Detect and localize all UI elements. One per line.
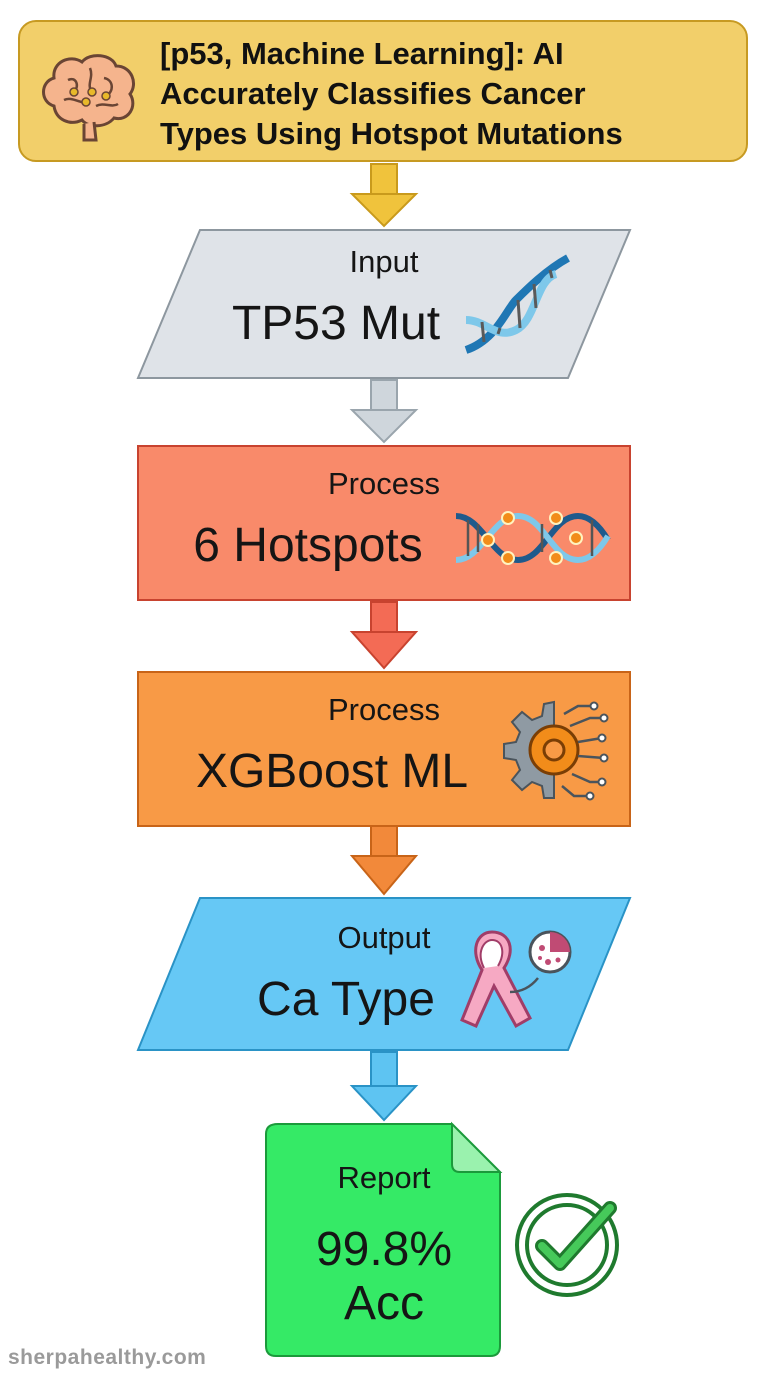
input-label: Input: [349, 244, 419, 279]
arrow-output-to-report: [349, 1051, 419, 1122]
brain-icon: [42, 54, 135, 142]
dna-hotspots-icon: [455, 511, 611, 565]
dna-helix-icon: [464, 254, 570, 354]
watermark: sherpahealthy.com: [8, 1346, 207, 1369]
process-hotspots-label: Process: [328, 466, 440, 501]
title-line-2: Accurately Classifies Cancer: [160, 76, 586, 111]
title-line-1: [p53, Machine Learning]: AI: [160, 36, 564, 71]
report-value-line-2: Acc: [343, 1277, 424, 1330]
arrow-title-to-input: [349, 163, 419, 228]
arrow-process1-to-process2: [349, 601, 419, 670]
title-box: [18, 20, 748, 162]
input-value: TP53 Mut: [231, 297, 441, 350]
input-shape: [136, 229, 632, 379]
gear-circuit-icon: [503, 700, 609, 801]
process-xgboost-shape: [137, 671, 631, 827]
report-shape: [265, 1123, 501, 1357]
process-hotspots-shape: [137, 445, 631, 601]
process-xgboost-label: Process: [328, 692, 440, 727]
arrow-input-to-process1: [349, 379, 419, 444]
cancer-ribbon-icon: [460, 930, 572, 1029]
process-hotspots-value: 6 Hotspots: [193, 519, 423, 572]
title-line-3: Types Using Hotspot Mutations: [160, 116, 623, 151]
output-value: Ca Type: [257, 973, 435, 1026]
arrow-process2-to-output: [349, 825, 419, 896]
title-text: [p53, Machine Learning]: AI Accurately C…: [160, 34, 740, 154]
report-label: Report: [337, 1160, 431, 1195]
process-xgboost-value: XGBoost ML: [195, 745, 469, 798]
report-value-line-1: 99.8%: [315, 1223, 453, 1276]
output-label: Output: [337, 920, 431, 955]
checkmark-circle-icon: [515, 1193, 619, 1297]
